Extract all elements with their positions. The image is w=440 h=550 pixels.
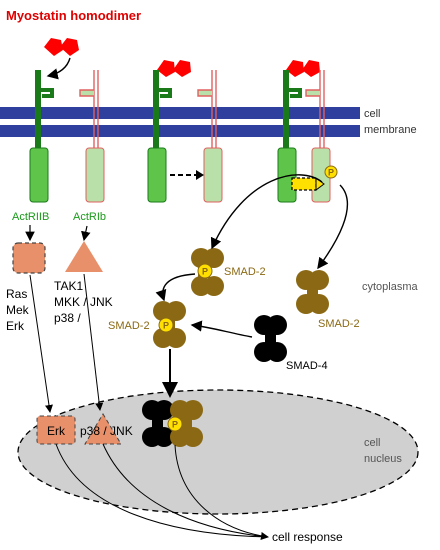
phospho-label-receptor: P [328, 168, 334, 178]
cell-nucleus [17, 389, 419, 515]
kinase-label: p38 / [54, 311, 81, 325]
smad2-phosphorylated: P [191, 248, 224, 296]
membrane-label-line1: cell [364, 108, 381, 120]
kinase-label: TAK1 [54, 279, 83, 293]
kinase-label: MKK / JNK [54, 295, 113, 309]
arrow-receptor-to-smad2-right [317, 184, 349, 270]
smad2-unphosphorylated [296, 270, 329, 314]
phospho-label-smad2: P [202, 267, 208, 277]
nucleus-label-line1: cell [364, 437, 381, 449]
receptor-complex-1 [29, 70, 105, 203]
smad4-cytoplasm [254, 315, 287, 362]
receptor-complex-3: P [277, 70, 338, 203]
membrane-band-upper [0, 107, 360, 119]
tak1-kinase-triangle [65, 241, 103, 272]
myostatin-dimer-bound-2 [157, 60, 191, 77]
curve-smad-response [174, 444, 269, 540]
phospho-label-nucleus: P [172, 420, 178, 430]
receptor-label-actriib: ActRIIB [12, 211, 49, 223]
smad4-label: SMAD-4 [286, 360, 328, 372]
cell-response-label: cell response [272, 530, 343, 544]
kinase-label: Mek [6, 303, 30, 317]
nucleus-erk-label: Erk [47, 424, 66, 438]
arrow-smad2-to-left [155, 273, 196, 302]
receptor-label-actrib: ActRIb [73, 211, 106, 223]
kinase-label: Erk [6, 319, 25, 333]
receptor-complex-2 [147, 70, 223, 203]
smad2-label-right: SMAD-2 [318, 318, 360, 330]
myostatin-dimer-free [44, 38, 79, 56]
arrow-smad4-to-smad2 [190, 320, 253, 338]
smad2-phosphorylated-left: P [153, 301, 186, 348]
cytoplasma-label: cytoplasma [362, 281, 419, 293]
nucleus-p38-label: p38 / JNK [80, 424, 133, 438]
diagram-title: Myostatin homodimer [6, 8, 141, 23]
arrow-receptor-to-smad2 [210, 174, 323, 250]
kinases-left: Ras Mek Erk [6, 287, 30, 333]
curve-p38-response [102, 443, 269, 538]
smad2-label-left: SMAD-2 [108, 320, 150, 332]
phospho-label-smad2-left: P [163, 321, 169, 331]
binding-arrow [46, 57, 71, 80]
myostatin-dimer-bound-3 [286, 60, 320, 77]
nucleus-label-line2: nucleus [364, 453, 402, 465]
arrow-p38-to-nucleus [83, 273, 104, 411]
arrow-erk-to-nucleus [29, 274, 53, 413]
curve-erk-response [55, 443, 269, 538]
kinase-label: Ras [6, 287, 27, 301]
smad2-label-center: SMAD-2 [224, 266, 266, 278]
smad-complex-nucleus: P [142, 400, 203, 447]
membrane-band-lower [0, 125, 360, 137]
membrane-label-line2: membrane [364, 124, 417, 136]
arrow-to-tak1 [81, 225, 91, 242]
kinases-right: TAK1 MKK / JNK p38 / [54, 279, 113, 325]
ras-kinase-box [12, 242, 46, 274]
